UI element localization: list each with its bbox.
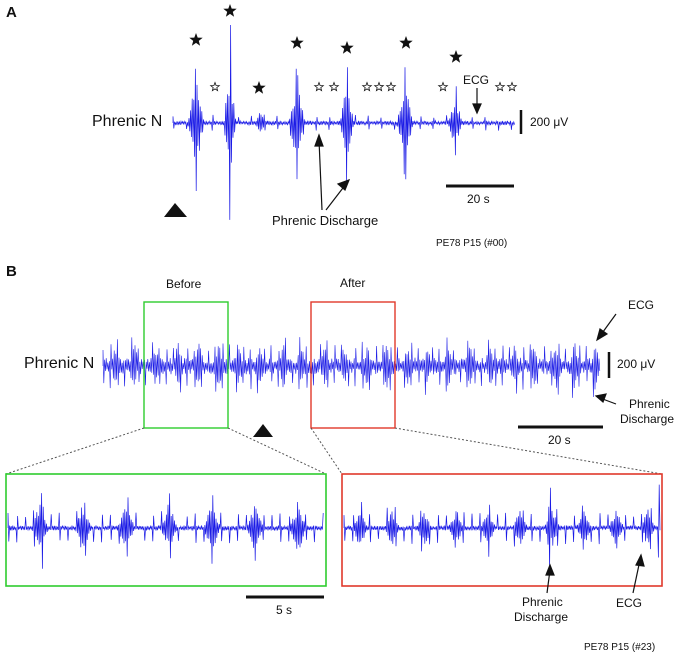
panel-b-voltage-scale-label: 200 μV	[617, 357, 656, 371]
panel-b-ecg-arrow	[596, 313, 617, 342]
filled-star-icon	[290, 36, 304, 49]
inset-discharge-arrow	[545, 563, 555, 594]
open-star-icon	[313, 81, 325, 92]
open-star-icon	[328, 81, 340, 92]
inset-ecg-arrow	[632, 553, 645, 594]
inset-discharge-label-1: Phrenic	[522, 595, 563, 609]
panel-b-after-box	[310, 301, 396, 429]
panel-a-phrenic-trace	[172, 24, 515, 220]
filled-star-icon	[252, 81, 266, 94]
panel-b-after-label: After	[340, 276, 366, 290]
filled-star-icon	[340, 41, 354, 54]
panel-a-voltage-scale-label: 200 μV	[530, 115, 569, 129]
panel-a-trace-label: Phrenic N	[92, 113, 163, 130]
panel-b-before-box	[143, 301, 229, 429]
inset-after-box	[341, 473, 663, 587]
panel-a-recording-id: PE78 P15 (#00)	[436, 238, 508, 249]
panel-b-trace-label: Phrenic N	[24, 355, 95, 372]
inset-time-scale-label: 5 s	[276, 603, 293, 617]
panel-a-burst-markers	[189, 4, 518, 94]
open-star-icon	[506, 81, 518, 92]
panel-a-discharge-label: Phrenic Discharge	[272, 213, 379, 228]
open-star-icon	[437, 81, 449, 92]
open-star-icon	[361, 81, 373, 92]
panel-a-stimulus-triangle-icon	[164, 203, 187, 217]
panel-a-ecg-arrow	[472, 88, 482, 115]
panel-a-discharge-arrows	[314, 133, 351, 211]
panel-b-letter: B	[6, 263, 17, 280]
panel-b-recording-id: PE78 P15 (#23)	[584, 642, 656, 653]
inset-before-trace	[7, 493, 324, 569]
filled-star-icon	[399, 36, 413, 49]
panel-b-before-label: Before	[166, 277, 202, 291]
panel-a-time-scale-label: 20 s	[467, 192, 490, 206]
filled-star-icon	[223, 4, 237, 17]
open-star-icon	[385, 81, 397, 92]
panel-b-time-scale-label: 20 s	[548, 433, 571, 447]
open-star-icon	[494, 81, 506, 92]
panel-b-stimulus-triangle-icon	[253, 424, 273, 437]
inset-discharge-label-2: Discharge	[514, 610, 569, 624]
panel-b-ecg-label: ECG	[628, 298, 655, 312]
panel-b-discharge-arrow	[594, 393, 617, 405]
panel-b-discharge-label-1: Phrenic	[629, 397, 670, 411]
inset-before-box	[5, 473, 327, 587]
inset-after-trace	[343, 484, 661, 570]
filled-star-icon	[189, 33, 203, 46]
open-star-icon	[373, 81, 385, 92]
panel-a-letter: A	[6, 4, 17, 21]
filled-star-icon	[449, 50, 463, 63]
panel-b-phrenic-trace	[102, 337, 601, 398]
inset-ecg-label: ECG	[616, 596, 643, 610]
panel-b-discharge-label-2: Discharge	[620, 412, 675, 426]
open-star-icon	[209, 81, 221, 92]
panel-a-ecg-label: ECG	[463, 73, 490, 87]
zoom-guide-lines	[5, 427, 663, 475]
